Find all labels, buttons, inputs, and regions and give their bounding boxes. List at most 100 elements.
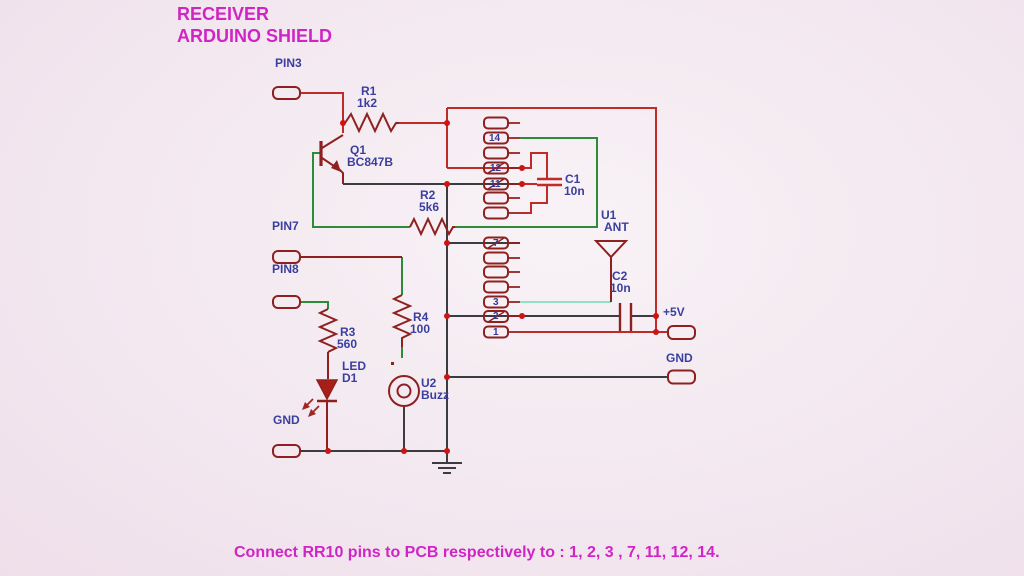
transistor-q1-emitter-arrow (331, 160, 341, 172)
connector-pin-slashes (487, 162, 505, 323)
wire-to-r3 (300, 301, 329, 309)
led-arrow-1-head (302, 402, 310, 410)
junction-dot (444, 374, 450, 380)
pin-number-11: 11 (490, 179, 501, 190)
junction-dot (401, 448, 407, 454)
junction-dot (325, 448, 331, 454)
led-arrow-2-head (308, 409, 316, 417)
connector-stubs (508, 122, 522, 333)
r1-value: 1k2 (357, 96, 378, 110)
capacitor-c2 (618, 303, 633, 331)
pin8-connector (272, 295, 301, 309)
r3-value: 560 (337, 337, 358, 351)
junction-dot (653, 313, 659, 319)
junction-dot (519, 165, 525, 171)
connector-pin-7 (483, 236, 509, 250)
resistor-r1 (344, 111, 399, 134)
r4-ref: R4 (413, 310, 429, 324)
connector-pin (483, 251, 509, 265)
gnd-right-label: GND (666, 351, 693, 365)
wire-r2-to-base-pin7 (312, 152, 410, 228)
c1-value: 10n (564, 184, 585, 198)
connector-pin-12 (483, 161, 509, 175)
plus5v-connector (667, 325, 696, 340)
wire-5v-rail (447, 107, 668, 333)
u1-ref: U1 (601, 208, 617, 222)
connector-pin (483, 191, 509, 205)
pin-number-2: 2 (493, 311, 499, 322)
gnd-right-connector (667, 369, 696, 385)
led-triangle (315, 379, 339, 401)
pin3-connector (272, 86, 301, 100)
r2-value: 5k6 (419, 200, 440, 214)
c2-value: 10n (610, 281, 631, 295)
junction-dot (444, 313, 450, 319)
r2-ref: R2 (420, 188, 436, 202)
c1-ref: C1 (565, 172, 581, 186)
junction-dots (325, 120, 659, 454)
connector-pin-11 (483, 177, 509, 191)
d1-ref: LED (342, 359, 366, 373)
pin3-label: PIN3 (275, 56, 302, 70)
junction-dot (444, 448, 450, 454)
ground-symbol (432, 451, 462, 474)
junction-dot (444, 240, 450, 246)
c2-ref: C2 (612, 269, 628, 283)
connector-pin (483, 280, 509, 294)
pin-number-3: 3 (493, 297, 499, 308)
connector-pin-2 (483, 310, 509, 323)
rr10-connector (483, 116, 522, 339)
pin-number-12: 12 (490, 163, 502, 174)
buzzer-u2-inner (396, 383, 412, 399)
junction-dot (519, 313, 525, 319)
antenna-u1-symbol (593, 240, 629, 259)
pin-number-1: 1 (493, 327, 499, 338)
r3-ref: R3 (340, 325, 356, 339)
wire-pin3-to-collector (300, 92, 344, 133)
r1-ref: R1 (361, 84, 377, 98)
resistor-r3 (317, 308, 339, 353)
pin-number-7: 7 (493, 238, 499, 249)
connector-pin (483, 146, 509, 160)
connector-pin (483, 265, 509, 279)
pin-number-14: 14 (489, 133, 501, 144)
footer-note: Connect RR10 pins to PCB respectively to… (234, 544, 720, 561)
buzzer-u2-symbol (388, 375, 420, 407)
junction-dot (444, 181, 450, 187)
pin7-connector (272, 250, 301, 264)
u2-ref: U2 (421, 376, 437, 390)
plus5v-label: +5V (663, 305, 685, 319)
capacitor-c1 (537, 177, 562, 187)
connector-pin-14 (483, 131, 509, 145)
green-wires (300, 137, 598, 358)
connector-pin (483, 206, 509, 220)
gnd-left-label: GND (273, 413, 300, 427)
title-line2: ARDUINO SHIELD (177, 26, 333, 46)
connector-pin (483, 116, 509, 130)
board-pins (272, 86, 696, 458)
gnd-left-connector (272, 444, 301, 458)
junction-dot (444, 120, 450, 126)
wire-pin14-to-r2 (455, 137, 598, 228)
resistor-r2 (409, 216, 455, 237)
components (300, 134, 633, 451)
connector-pin-1 (483, 325, 509, 339)
r4-value: 100 (410, 322, 431, 336)
led-light-arrows (302, 398, 320, 417)
wire-c1-top-route (522, 152, 548, 179)
q1-ref: Q1 (350, 143, 367, 157)
junction-dot (340, 120, 346, 126)
title-line1: RECEIVER (177, 4, 270, 24)
d1-value: D1 (342, 371, 358, 385)
pin8-label: PIN8 (272, 262, 299, 276)
u2-value: Buzz (421, 388, 449, 402)
pin7-label: PIN7 (272, 219, 299, 233)
buzzer-plus-mark (391, 362, 394, 365)
wire-c1-bottom-route (522, 185, 548, 214)
transistor-q1-emitter (321, 157, 344, 184)
u1-value: ANT (604, 220, 629, 234)
junction-dot (653, 329, 659, 335)
transistor-q1-collector (321, 134, 344, 149)
